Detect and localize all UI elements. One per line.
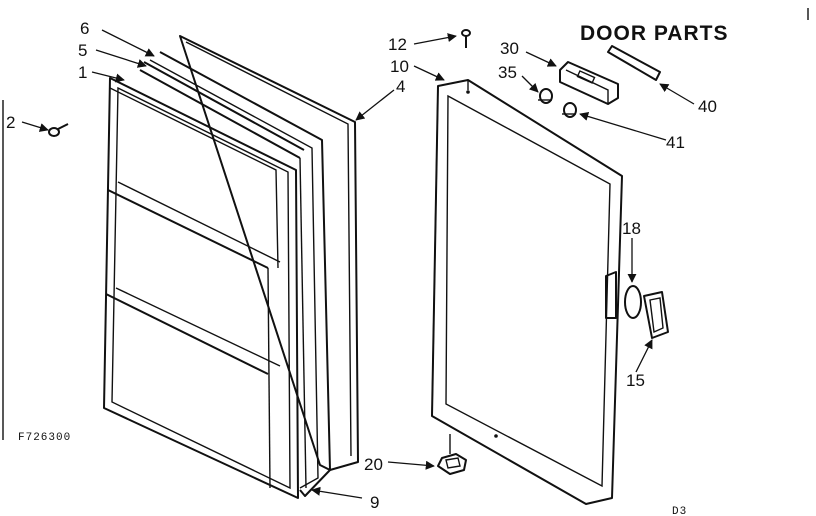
door-frame-part-10 [431, 79, 623, 505]
callout-20: 20 [364, 455, 383, 474]
callout-9: 9 [370, 493, 379, 512]
bumper-part-20 [437, 434, 467, 475]
callout-18: 18 [622, 219, 641, 238]
figure-code: F726300 [18, 432, 71, 444]
callout-4: 4 [396, 77, 405, 96]
callout-2: 2 [6, 113, 15, 132]
diagram-title: DOOR PARTS [580, 22, 728, 45]
callout-1: 1 [78, 63, 87, 82]
bushing-part-35 [538, 88, 553, 104]
door-liner-strip-6 [143, 61, 305, 151]
door-shelf-lower [105, 293, 269, 375]
door-gasket [159, 51, 331, 497]
corner-code: D3 [672, 506, 687, 516]
handle-part-15 [643, 291, 669, 339]
door-inner-liner [103, 77, 299, 499]
rod-part-40 [607, 45, 661, 81]
callout-40: 40 [698, 97, 717, 116]
callout-30: 30 [500, 39, 519, 58]
bushing-part-41 [562, 102, 577, 118]
leader-lines [21, 29, 695, 499]
door-assembly-left [103, 35, 359, 499]
screw-part-12 [461, 29, 471, 48]
callout-5: 5 [78, 41, 87, 60]
callout-35: 35 [498, 63, 517, 82]
callout-15: 15 [626, 371, 645, 390]
callout-12: 12 [388, 35, 407, 54]
handle-pad-part-18 [605, 271, 642, 319]
callout-10: 10 [390, 57, 409, 76]
hinge-block-part-30 [559, 61, 619, 105]
screw-part-2 [48, 123, 69, 137]
door-shelf-upper [107, 189, 269, 269]
door-liner-strip-5 [139, 69, 301, 159]
callout-41: 41 [666, 133, 685, 152]
callout-6: 6 [80, 19, 89, 38]
